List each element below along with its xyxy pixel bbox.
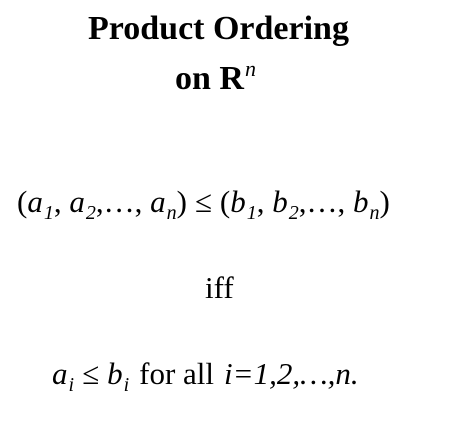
rhs-sep-1: , xyxy=(256,184,273,219)
real-numbers-symbol: R xyxy=(219,60,244,97)
cond-var-b: b xyxy=(107,356,123,391)
index-range: i=1,2,…,n. xyxy=(224,356,359,391)
cond-sub-b: i xyxy=(123,374,130,396)
quantifier-text: for all xyxy=(139,356,215,391)
rhs-sub-n: n xyxy=(369,202,380,224)
rhs-sub-2: 2 xyxy=(288,202,299,224)
rhs-close-paren: ) xyxy=(379,184,390,219)
lhs-var-n: a xyxy=(150,184,166,219)
leq-operator: ≤ xyxy=(194,184,212,219)
title-text: Product Ordering xyxy=(88,10,349,47)
rhs-var-1: b xyxy=(230,184,246,219)
page-title: Product Ordering xyxy=(88,12,349,46)
lhs-sub-2: 2 xyxy=(85,202,96,224)
lhs-open-paren: ( xyxy=(17,184,28,219)
lhs-sub-1: 1 xyxy=(43,202,54,224)
rhs-ellipsis: ,…, xyxy=(298,184,353,219)
iff-text: iff xyxy=(205,270,234,305)
rhs-var-2: b xyxy=(272,184,288,219)
dimension-exponent: n xyxy=(244,56,256,81)
iff-connector: iff xyxy=(205,272,234,303)
rhs-var-n: b xyxy=(353,184,369,219)
lhs-close-paren: ) xyxy=(176,184,187,219)
lhs-sep-1: , xyxy=(53,184,70,219)
lhs-ellipsis: ,…, xyxy=(95,184,151,219)
subtitle-prefix: on xyxy=(175,60,220,97)
lhs-sub-n: n xyxy=(166,202,177,224)
ordering-relation: (a1, a2,…, an)≤(b1, b2,…, bn) xyxy=(17,184,390,223)
rhs-open-paren: ( xyxy=(219,184,231,219)
cond-sub-a: i xyxy=(68,374,75,396)
lhs-var-2: a xyxy=(69,184,85,219)
lhs-var-1: a xyxy=(27,184,43,219)
cond-var-a: a xyxy=(52,356,68,391)
rhs-sub-1: 1 xyxy=(246,202,257,224)
page-subtitle: on Rn xyxy=(175,58,256,97)
cond-leq-operator: ≤ xyxy=(82,356,100,391)
